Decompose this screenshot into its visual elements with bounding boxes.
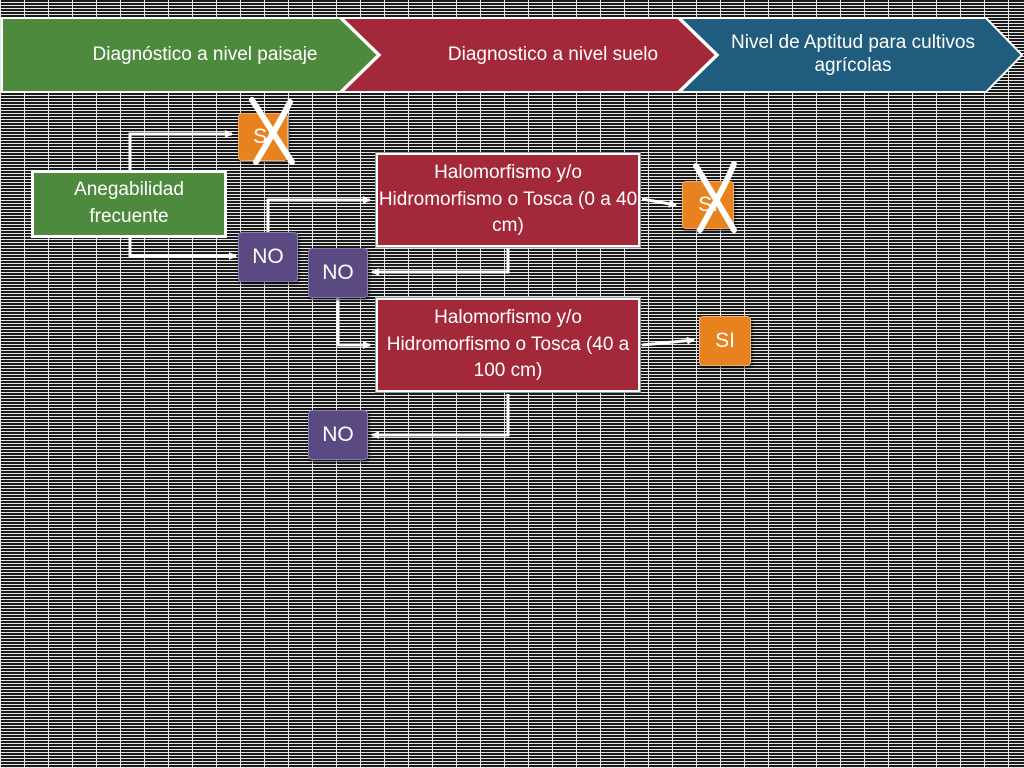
si-halo-40-100-badge: SI xyxy=(699,316,751,366)
stage-aptitude-chevron xyxy=(677,17,1024,93)
no-halo-40-100-badge: NO xyxy=(308,410,368,460)
si-anegabilidad-badge: SI xyxy=(238,113,288,161)
si-halo-0-40-badge: SI xyxy=(682,181,734,229)
connector-halo2-to-si xyxy=(641,336,695,347)
stage-landscape-chevron xyxy=(1,17,380,93)
halo-0-40-box: Halomorfismo y/o Hidromorfismo o Tosca (… xyxy=(375,152,641,248)
no-halo-0-40-badge: NO xyxy=(308,248,368,298)
stage-aptitude-label: Nivel de Aptitud para cultivos agrícolas xyxy=(731,32,975,76)
no-anegabilidad-badge: NO xyxy=(238,232,298,282)
connector-no-to-halo2 xyxy=(336,298,371,349)
halo-40-100-box: Halomorfismo y/o Hidromorfismo o Tosca (… xyxy=(375,297,641,393)
stage-chevrons xyxy=(1,17,1024,93)
stage-soil-chevron xyxy=(339,17,718,93)
anegabilidad-box: Anegabilidad frecuente xyxy=(31,170,227,238)
connector-anegabilidad-to-si xyxy=(128,130,233,172)
connector-halo2-to-no xyxy=(371,394,510,439)
connector-halo1-to-no xyxy=(371,248,510,276)
stage-soil-label: Diagnostico a nivel suelo xyxy=(447,43,659,65)
connector-halo1-to-si xyxy=(641,197,677,208)
connector-no-to-halo1 xyxy=(266,196,371,232)
stage-landscape-label: Diagnóstico a nivel paisaje xyxy=(92,43,318,65)
connector-anegabilidad-to-no xyxy=(128,236,237,260)
